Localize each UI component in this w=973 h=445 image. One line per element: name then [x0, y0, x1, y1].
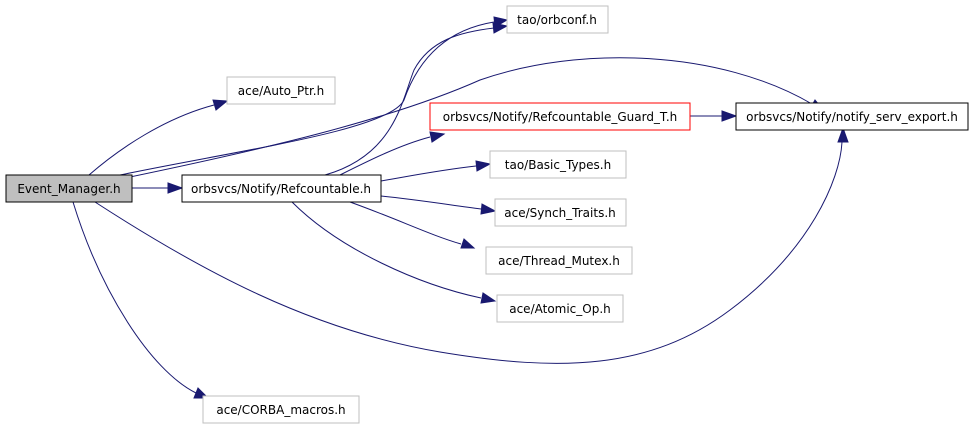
arrowhead — [480, 203, 497, 215]
edge-event-manager-to-notify-export-top — [124, 57, 813, 179]
node-thread-mutex[interactable]: ace/Thread_Mutex.h — [485, 246, 633, 275]
arrowhead — [480, 292, 497, 304]
node-label: Event_Manager.h — [17, 182, 120, 196]
arrowhead — [837, 126, 849, 143]
node-event-manager[interactable]: Event_Manager.h — [5, 174, 133, 203]
node-orbconf[interactable]: tao/orbconf.h — [506, 5, 609, 34]
node-corba-macros[interactable]: ace/CORBA_macros.h — [202, 395, 360, 424]
arrowhead — [167, 182, 184, 194]
edge-event-manager-to-auto-ptr — [88, 104, 215, 176]
node-label: orbsvcs/Notify/Refcountable.h — [191, 182, 371, 196]
edge-event-manager-to-orbconf — [119, 21, 495, 176]
node-refcountable-guard[interactable]: orbsvcs/Notify/Refcountable_Guard_T.h — [429, 102, 691, 131]
edge-refcountable-to-refcountable-guard — [339, 136, 431, 176]
edge-event-manager-to-notify-export-bottom — [94, 141, 843, 364]
edge-event-manager-to-corba-macros — [72, 201, 197, 394]
node-label: orbsvcs/Notify/notify_serv_export.h — [746, 110, 958, 124]
node-notify-serv-export[interactable]: orbsvcs/Notify/notify_serv_export.h — [735, 102, 969, 131]
arrowhead — [475, 160, 492, 172]
node-atomic-op[interactable]: ace/Atomic_Op.h — [496, 294, 624, 323]
node-basic-types[interactable]: tao/Basic_Types.h — [489, 150, 627, 179]
node-label: tao/Basic_Types.h — [505, 158, 611, 172]
node-label: ace/Thread_Mutex.h — [498, 254, 620, 268]
node-label: orbsvcs/Notify/Refcountable_Guard_T.h — [443, 110, 678, 124]
edges — [72, 16, 849, 399]
node-auto-ptr[interactable]: ace/Auto_Ptr.h — [226, 76, 336, 105]
nodes: Event_Manager.h ace/Auto_Ptr.h tao/orbco… — [5, 5, 969, 424]
edge-refcountable-to-orbconf — [324, 27, 495, 176]
arrowhead — [721, 110, 738, 122]
node-refcountable[interactable]: orbsvcs/Notify/Refcountable.h — [181, 174, 382, 203]
edge-refcountable-to-basic-types — [380, 165, 477, 182]
node-label: ace/Atomic_Op.h — [509, 302, 611, 316]
arrowhead — [492, 22, 509, 34]
node-label: tao/orbconf.h — [517, 13, 597, 27]
node-label: ace/Auto_Ptr.h — [238, 84, 324, 98]
edge-refcountable-to-thread-mutex — [349, 201, 462, 245]
edge-refcountable-to-atomic-op — [291, 201, 482, 299]
node-label: ace/Synch_Traits.h — [504, 206, 615, 220]
arrowhead — [429, 131, 446, 143]
arrowhead — [460, 238, 476, 249]
arrowhead — [212, 99, 229, 111]
node-label: ace/CORBA_macros.h — [216, 403, 345, 417]
edge-refcountable-to-synch-traits — [380, 195, 482, 210]
node-synch-traits[interactable]: ace/Synch_Traits.h — [494, 198, 627, 227]
